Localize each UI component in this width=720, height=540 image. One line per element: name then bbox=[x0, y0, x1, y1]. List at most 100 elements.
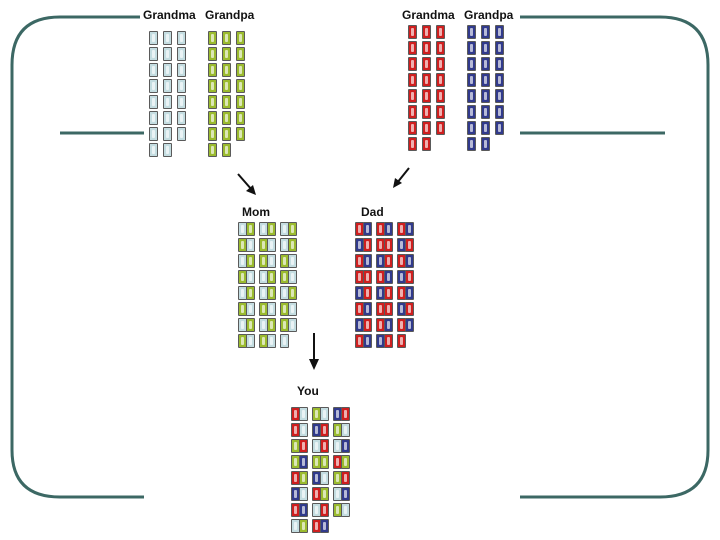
chromosome-icon bbox=[222, 47, 231, 61]
chromosome-icon bbox=[495, 57, 504, 71]
chromosome-icon bbox=[405, 286, 414, 300]
chromosome-icon bbox=[408, 121, 417, 135]
chromosome-icon bbox=[163, 79, 172, 93]
arrow-down-right-icon bbox=[237, 173, 256, 195]
chromosome-icon bbox=[422, 73, 431, 87]
chromosome-icon bbox=[149, 47, 158, 61]
chromosome-icon bbox=[384, 270, 393, 284]
chromosome-icon bbox=[320, 519, 329, 533]
chromosome-icon bbox=[163, 95, 172, 109]
chromosome-icon bbox=[384, 334, 393, 348]
chromosome-icon bbox=[236, 31, 245, 45]
chromosome-icon bbox=[363, 302, 372, 316]
chromosome-icon bbox=[341, 423, 350, 437]
chromosome-icon bbox=[384, 254, 393, 268]
chromosome-icon bbox=[288, 270, 297, 284]
chromosome-icon bbox=[363, 238, 372, 252]
chromosome-icon bbox=[236, 95, 245, 109]
chromosome-icon bbox=[246, 222, 255, 236]
chromosome-icon bbox=[495, 41, 504, 55]
chromosome-icon bbox=[299, 471, 308, 485]
chromosome-icon bbox=[246, 254, 255, 268]
chromosome-icon bbox=[222, 63, 231, 77]
chromosome-icon bbox=[246, 334, 255, 348]
chromosome-icon bbox=[408, 41, 417, 55]
chromosome-icon bbox=[467, 89, 476, 103]
chromosome-icon bbox=[320, 471, 329, 485]
chromosome-icon bbox=[481, 89, 490, 103]
chromosome-icon bbox=[299, 503, 308, 517]
chromosome-icon bbox=[320, 487, 329, 501]
chromosome-icon bbox=[246, 286, 255, 300]
arrow-down-icon bbox=[309, 333, 319, 370]
chromosome-icon bbox=[495, 121, 504, 135]
chromosome-icon bbox=[177, 47, 186, 61]
chromosome-icon bbox=[467, 41, 476, 55]
chromosome-icon bbox=[481, 121, 490, 135]
chromosome-icon bbox=[405, 318, 414, 332]
chromosome-icon bbox=[363, 318, 372, 332]
grandpa-left-label: Grandpa bbox=[205, 8, 255, 22]
chromosome-icon bbox=[222, 31, 231, 45]
chromosome-icon bbox=[422, 121, 431, 135]
chromosome-icon bbox=[163, 47, 172, 61]
chromosome-icon bbox=[236, 63, 245, 77]
chromosome-icon bbox=[436, 121, 445, 135]
chromosome-icon bbox=[436, 41, 445, 55]
chromosome-icon bbox=[208, 143, 217, 157]
chromosome-icon bbox=[384, 318, 393, 332]
chromosome-icon bbox=[163, 127, 172, 141]
chromosome-icon bbox=[405, 302, 414, 316]
chromosome-icon bbox=[408, 25, 417, 39]
chromosome-icon bbox=[149, 63, 158, 77]
chromosome-icon bbox=[384, 302, 393, 316]
chromosome-icon bbox=[467, 73, 476, 87]
chromosome-icon bbox=[481, 41, 490, 55]
grandpa-right-label: Grandpa bbox=[464, 8, 514, 22]
chromosome-icon bbox=[299, 407, 308, 421]
chromosome-icon bbox=[288, 222, 297, 236]
chromosome-icon bbox=[177, 63, 186, 77]
chromosome-icon bbox=[267, 238, 276, 252]
chromosome-icon bbox=[436, 105, 445, 119]
chromosome-icon bbox=[467, 137, 476, 151]
chromosome-icon bbox=[246, 318, 255, 332]
chromosome-icon bbox=[222, 127, 231, 141]
chromosome-icon bbox=[208, 63, 217, 77]
chromosome-icon bbox=[436, 89, 445, 103]
chromosome-icon bbox=[408, 57, 417, 71]
chromosome-icon bbox=[149, 31, 158, 45]
chromosome-icon bbox=[397, 334, 406, 348]
chromosome-icon bbox=[495, 25, 504, 39]
chromosome-icon bbox=[299, 487, 308, 501]
chromosome-icon bbox=[422, 25, 431, 39]
chromosome-icon bbox=[422, 41, 431, 55]
chromosome-icon bbox=[177, 95, 186, 109]
chromosome-icon bbox=[405, 238, 414, 252]
chromosome-icon bbox=[163, 111, 172, 125]
chromosome-icon bbox=[495, 89, 504, 103]
chromosome-icon bbox=[467, 105, 476, 119]
chromosome-icon bbox=[208, 127, 217, 141]
chromosome-icon bbox=[222, 79, 231, 93]
dad-label: Dad bbox=[361, 205, 384, 219]
chromosome-icon bbox=[236, 47, 245, 61]
chromosome-icon bbox=[384, 238, 393, 252]
chromosome-icon bbox=[267, 334, 276, 348]
chromosome-icon bbox=[320, 407, 329, 421]
chromosome-icon bbox=[299, 439, 308, 453]
chromosome-icon bbox=[208, 47, 217, 61]
chromosome-icon bbox=[236, 79, 245, 93]
frame-left-bracket bbox=[10, 15, 144, 499]
chromosome-icon bbox=[422, 57, 431, 71]
chromosome-icon bbox=[495, 105, 504, 119]
chromosome-icon bbox=[177, 79, 186, 93]
chromosome-icon bbox=[288, 302, 297, 316]
chromosome-icon bbox=[481, 25, 490, 39]
chromosome-icon bbox=[149, 111, 158, 125]
chromosome-icon bbox=[208, 79, 217, 93]
chromosome-icon bbox=[495, 73, 504, 87]
chromosome-icon bbox=[267, 222, 276, 236]
chromosome-icon bbox=[163, 63, 172, 77]
